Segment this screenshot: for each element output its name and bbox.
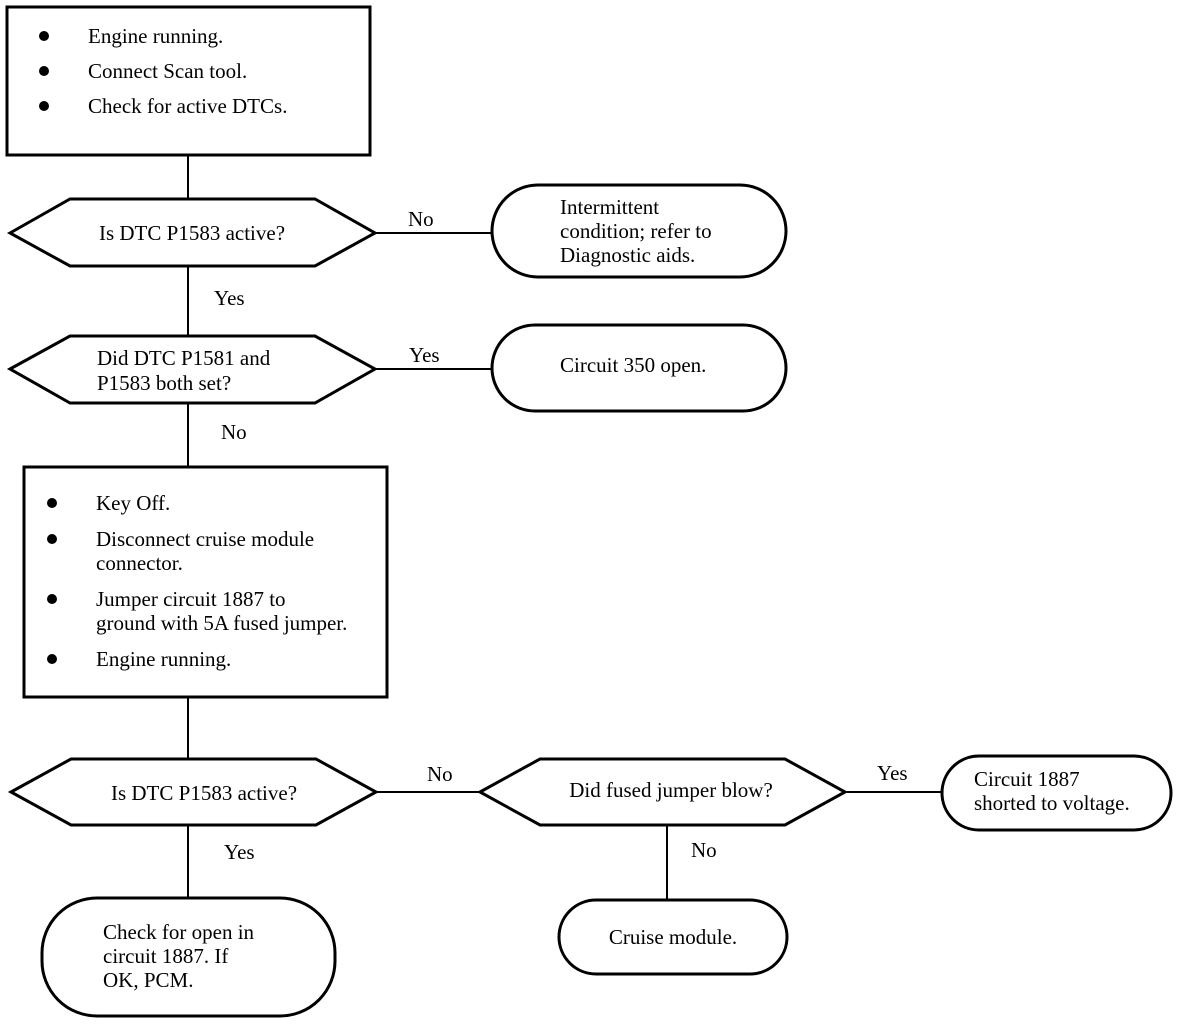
decision-3: Is DTC P1583 active? [7, 757, 380, 827]
result-shorted-line-1: Circuit 1887 [974, 767, 1080, 791]
decision-1-yes-label: Yes [214, 286, 245, 310]
result-check-open: Check for open in circuit 1887. If OK, P… [40, 896, 337, 1018]
action-item-1: Key Off. [96, 491, 170, 515]
result-intermittent-line-1: Intermittent [560, 195, 659, 219]
decision-4-no-label: No [691, 838, 717, 862]
action-item-2-line-1: Disconnect cruise module [96, 527, 314, 551]
start-item-2: Connect Scan tool. [88, 59, 247, 83]
result-intermittent: Intermittent condition; refer to Diagnos… [490, 183, 788, 279]
decision-1-no-label: No [408, 207, 434, 231]
start-box: Engine running. Connect Scan tool. Check… [5, 5, 372, 157]
result-cruise-module-text: Cruise module. [609, 925, 737, 949]
action-item-3-line-2: ground with 5A fused jumper. [96, 611, 347, 635]
decision-3-yes-label: Yes [224, 840, 255, 864]
decision-4-question: Did fused jumper blow? [569, 778, 773, 802]
decision-4: Did fused jumper blow? [476, 757, 849, 827]
bullet-icon [47, 534, 57, 544]
result-circuit-350-text: Circuit 350 open. [560, 353, 706, 377]
decision-1-question: Is DTC P1583 active? [99, 221, 285, 245]
bullet-icon [39, 101, 49, 111]
result-shorted-line-2: shorted to voltage. [974, 791, 1130, 815]
result-check-open-line-3: OK, PCM. [103, 968, 193, 992]
bullet-icon [47, 654, 57, 664]
start-item-3: Check for active DTCs. [88, 94, 287, 118]
action-item-3-line-1: Jumper circuit 1887 to [96, 587, 286, 611]
bullet-icon [47, 498, 57, 508]
decision-2: Did DTC P1581 and P1583 both set? [6, 334, 379, 405]
decision-1: Is DTC P1583 active? [6, 197, 379, 268]
bullet-icon [47, 594, 57, 604]
decision-4-yes-label: Yes [877, 761, 908, 785]
result-circuit-350: Circuit 350 open. [490, 323, 788, 413]
action-item-4: Engine running. [96, 647, 231, 671]
action-box: Key Off. Disconnect cruise module connec… [22, 465, 389, 699]
bullet-icon [39, 31, 49, 41]
decision-3-question: Is DTC P1583 active? [111, 781, 297, 805]
result-shorted: Circuit 1887 shorted to voltage. [940, 754, 1173, 832]
result-intermittent-line-3: Diagnostic aids. [560, 243, 695, 267]
decision-2-line-1: Did DTC P1581 and [97, 346, 271, 370]
decision-2-no-label: No [221, 420, 247, 444]
decision-2-yes-label: Yes [409, 343, 440, 367]
bullet-icon [39, 66, 49, 76]
result-intermittent-line-2: condition; refer to [560, 219, 712, 243]
result-cruise-module: Cruise module. [557, 898, 789, 976]
result-check-open-line-2: circuit 1887. If [103, 944, 228, 968]
decision-3-no-label: No [427, 762, 453, 786]
action-item-2-line-2: connector. [96, 551, 183, 575]
decision-2-line-2: P1583 both set? [97, 371, 231, 395]
start-item-1: Engine running. [88, 24, 223, 48]
result-check-open-line-1: Check for open in [103, 920, 255, 944]
